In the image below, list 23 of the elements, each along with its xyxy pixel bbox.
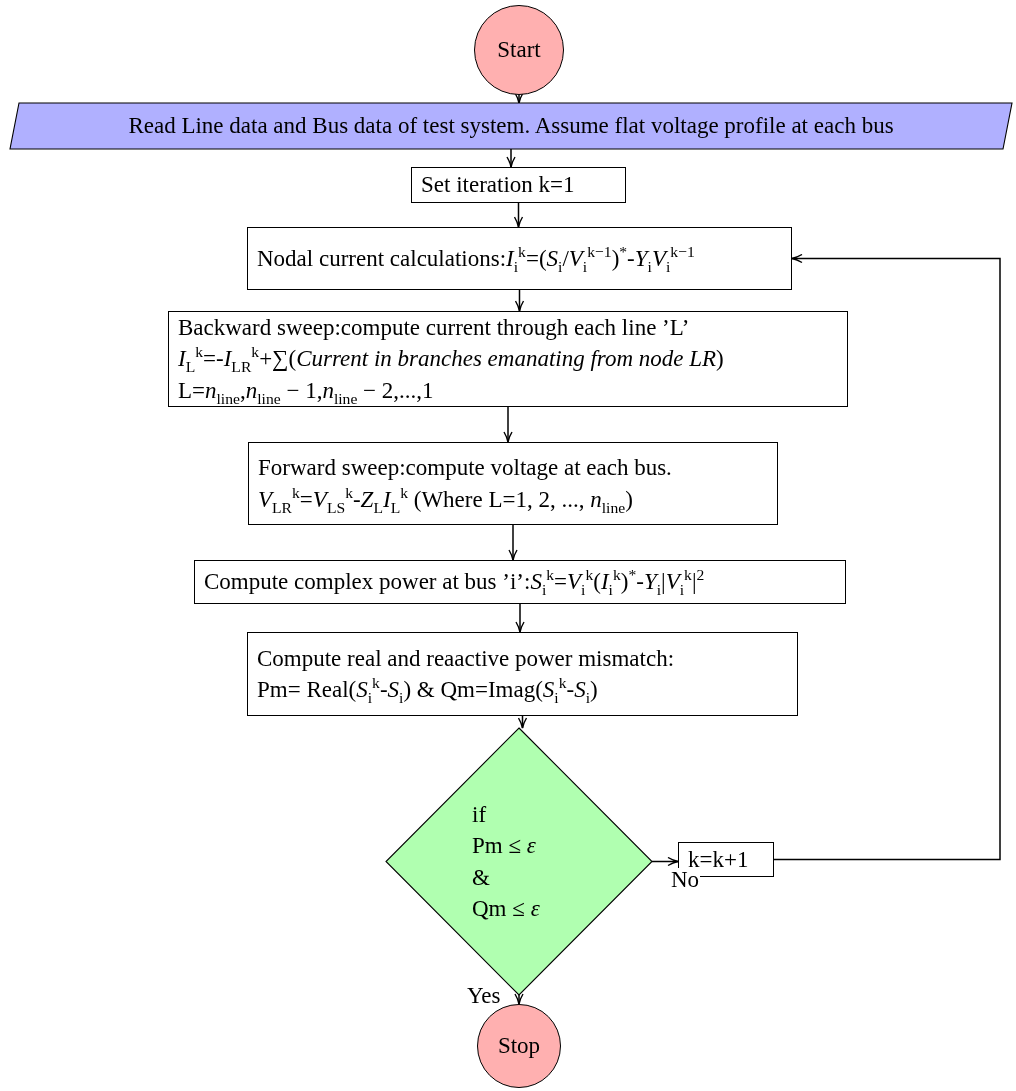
- process-box: [247, 632, 798, 716]
- node-text: Compute real and reaactive power mismatch:: [257, 644, 676, 673]
- node-text: L=n$_{line}$,n$_{line}$ − 1,n$_{line}$ − 2,...,1: [178, 376, 435, 406]
- node-text: Backward sweep:compute current through each line ’L’: [178, 314, 691, 343]
- node-text: Forward sweep:compute voltage at each bus.: [258, 454, 673, 483]
- process-box: [168, 311, 848, 407]
- process-box: [194, 560, 846, 604]
- node-text: Qm ≤ ε: [472, 894, 541, 923]
- node-text: Compute complex power at bus ’i’:S$_{i}$$^{k}$=V$_{i}$$^{k}$(I$_{i}$$^{k}$)$^{*}$-Y$_{i}$|V$_{i}$$^{k}$|$^{2}$: [204, 566, 706, 598]
- node-text: if: [472, 801, 488, 830]
- node-text: Stop: [497, 1032, 541, 1061]
- process-box: [411, 167, 626, 203]
- node-text: V$_{LR}$$^{k}$=V$_{LS}$$^{k}$-Z$_{L}$I$_{L}$$^{k}$ (Where L=1, 2, ..., n$_{line}$): [258, 483, 634, 515]
- node-text: Start: [497, 36, 541, 65]
- node-text: Read Line data and Bus data of test system. Assume flat voltage profile at each bus: [128, 112, 894, 141]
- node-text: &: [472, 863, 491, 892]
- input-parallelogram: [10, 103, 1012, 149]
- node-text: Pm= Real(S$_{i}$$^{k}$-S$_{i}$) & Qm=Imag(S$_{i}$$^{k}$-S$_{i}$): [257, 674, 599, 706]
- node-text: Set iteration k=1: [421, 171, 576, 200]
- process-box: [247, 227, 792, 290]
- node-text: I$_{L}$$^{k}$=-I$_{LR}$$^{k}$+∑(Current in branches emanating from node LR): [178, 343, 725, 375]
- process-box: [248, 442, 778, 525]
- node-text: Pm ≤ ε: [472, 832, 537, 861]
